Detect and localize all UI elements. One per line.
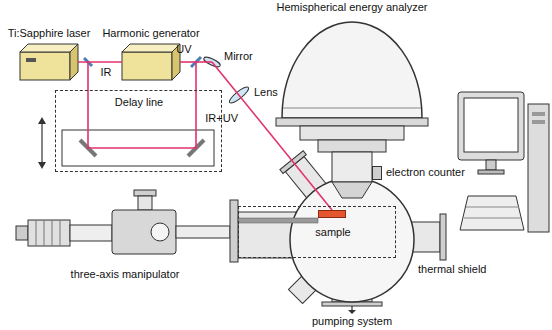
manipulator-art xyxy=(134,190,156,196)
part-label: three-axis manipulator xyxy=(71,268,180,281)
computer-art xyxy=(528,104,549,232)
double-arrow xyxy=(38,117,46,169)
manipulator-art xyxy=(52,220,53,246)
computer-art xyxy=(532,112,545,116)
laser-box: Ti:Sapphire laser xyxy=(20,44,78,80)
analyzer-art xyxy=(332,182,372,198)
manipulator-art xyxy=(60,220,61,246)
node-label: thermal shield xyxy=(418,263,486,276)
delay-line-box: Delay line xyxy=(55,90,222,172)
pump-arrow xyxy=(348,310,356,314)
manipulator-art xyxy=(44,220,45,246)
harmonic-generator-art xyxy=(122,44,180,52)
node-label: Delay line xyxy=(115,96,163,109)
computer-art xyxy=(486,160,496,170)
analyzer-art xyxy=(332,152,372,182)
manipulator-art xyxy=(70,225,112,241)
computer-art xyxy=(458,92,524,160)
node-label: electron counter xyxy=(386,166,465,179)
analyzer-art xyxy=(300,126,404,140)
computer-art xyxy=(464,98,518,152)
chamber xyxy=(440,214,446,260)
part-label: Mirror xyxy=(224,50,253,63)
computer-art xyxy=(458,92,549,232)
node-label: sample xyxy=(315,226,350,239)
double-arrow xyxy=(41,122,42,164)
laser-box-art xyxy=(20,44,78,80)
laser-beam xyxy=(88,62,332,210)
manipulator-art xyxy=(112,210,176,254)
laser-box-art xyxy=(20,52,70,80)
node-label: Harmonic generator xyxy=(102,27,199,40)
manipulator-art xyxy=(16,226,28,240)
laser-beam xyxy=(212,62,332,210)
beam-label: IR xyxy=(101,66,112,79)
laser-box-art xyxy=(70,44,78,80)
manipulator-art xyxy=(138,196,152,210)
computer-art xyxy=(460,196,524,230)
computer-art xyxy=(532,120,545,124)
computer-art xyxy=(478,170,504,174)
optics xyxy=(84,55,251,105)
thermal-shield-region: thermal shieldsample xyxy=(238,206,396,258)
laser-beam xyxy=(180,61,212,63)
beam-label: IR+UV xyxy=(205,112,238,125)
computer-art xyxy=(466,207,519,208)
analyzer-dome: Hemispherical energy analyzer xyxy=(282,22,422,118)
node-label: Ti:Sapphire laser xyxy=(8,27,91,40)
node-label: Hemispherical energy analyzer xyxy=(276,1,427,14)
manipulator-art xyxy=(151,223,169,241)
laser-beam xyxy=(88,62,196,148)
manipulator-art xyxy=(16,190,318,262)
laser-beam xyxy=(78,61,122,63)
beam-label: UV xyxy=(176,43,191,56)
laser-box-art xyxy=(26,58,36,62)
analyzer-art xyxy=(318,140,386,152)
electron-counter-box: electron counter xyxy=(372,166,382,180)
computer-art xyxy=(464,218,521,219)
pump-arrow xyxy=(348,306,356,314)
analyzer-art xyxy=(276,118,428,126)
manipulator-art xyxy=(28,220,70,246)
double-arrow xyxy=(38,162,46,169)
analyzer-art xyxy=(283,108,421,109)
sample-plate: sample xyxy=(318,210,346,218)
part-label: pumping system xyxy=(312,315,392,328)
laser-box-art xyxy=(20,44,78,52)
harmonic-generator-art xyxy=(122,44,180,80)
manipulator-art xyxy=(36,220,37,246)
manipulator-art xyxy=(176,226,230,238)
analyzer-art xyxy=(282,22,422,118)
harmonic-generator-box: Harmonic generator xyxy=(122,44,180,80)
part-label: Lens xyxy=(254,86,278,99)
manipulator-art xyxy=(230,200,238,262)
harmonic-generator-art xyxy=(122,52,172,80)
manipulator-art xyxy=(238,218,318,223)
double-arrow xyxy=(38,117,46,124)
